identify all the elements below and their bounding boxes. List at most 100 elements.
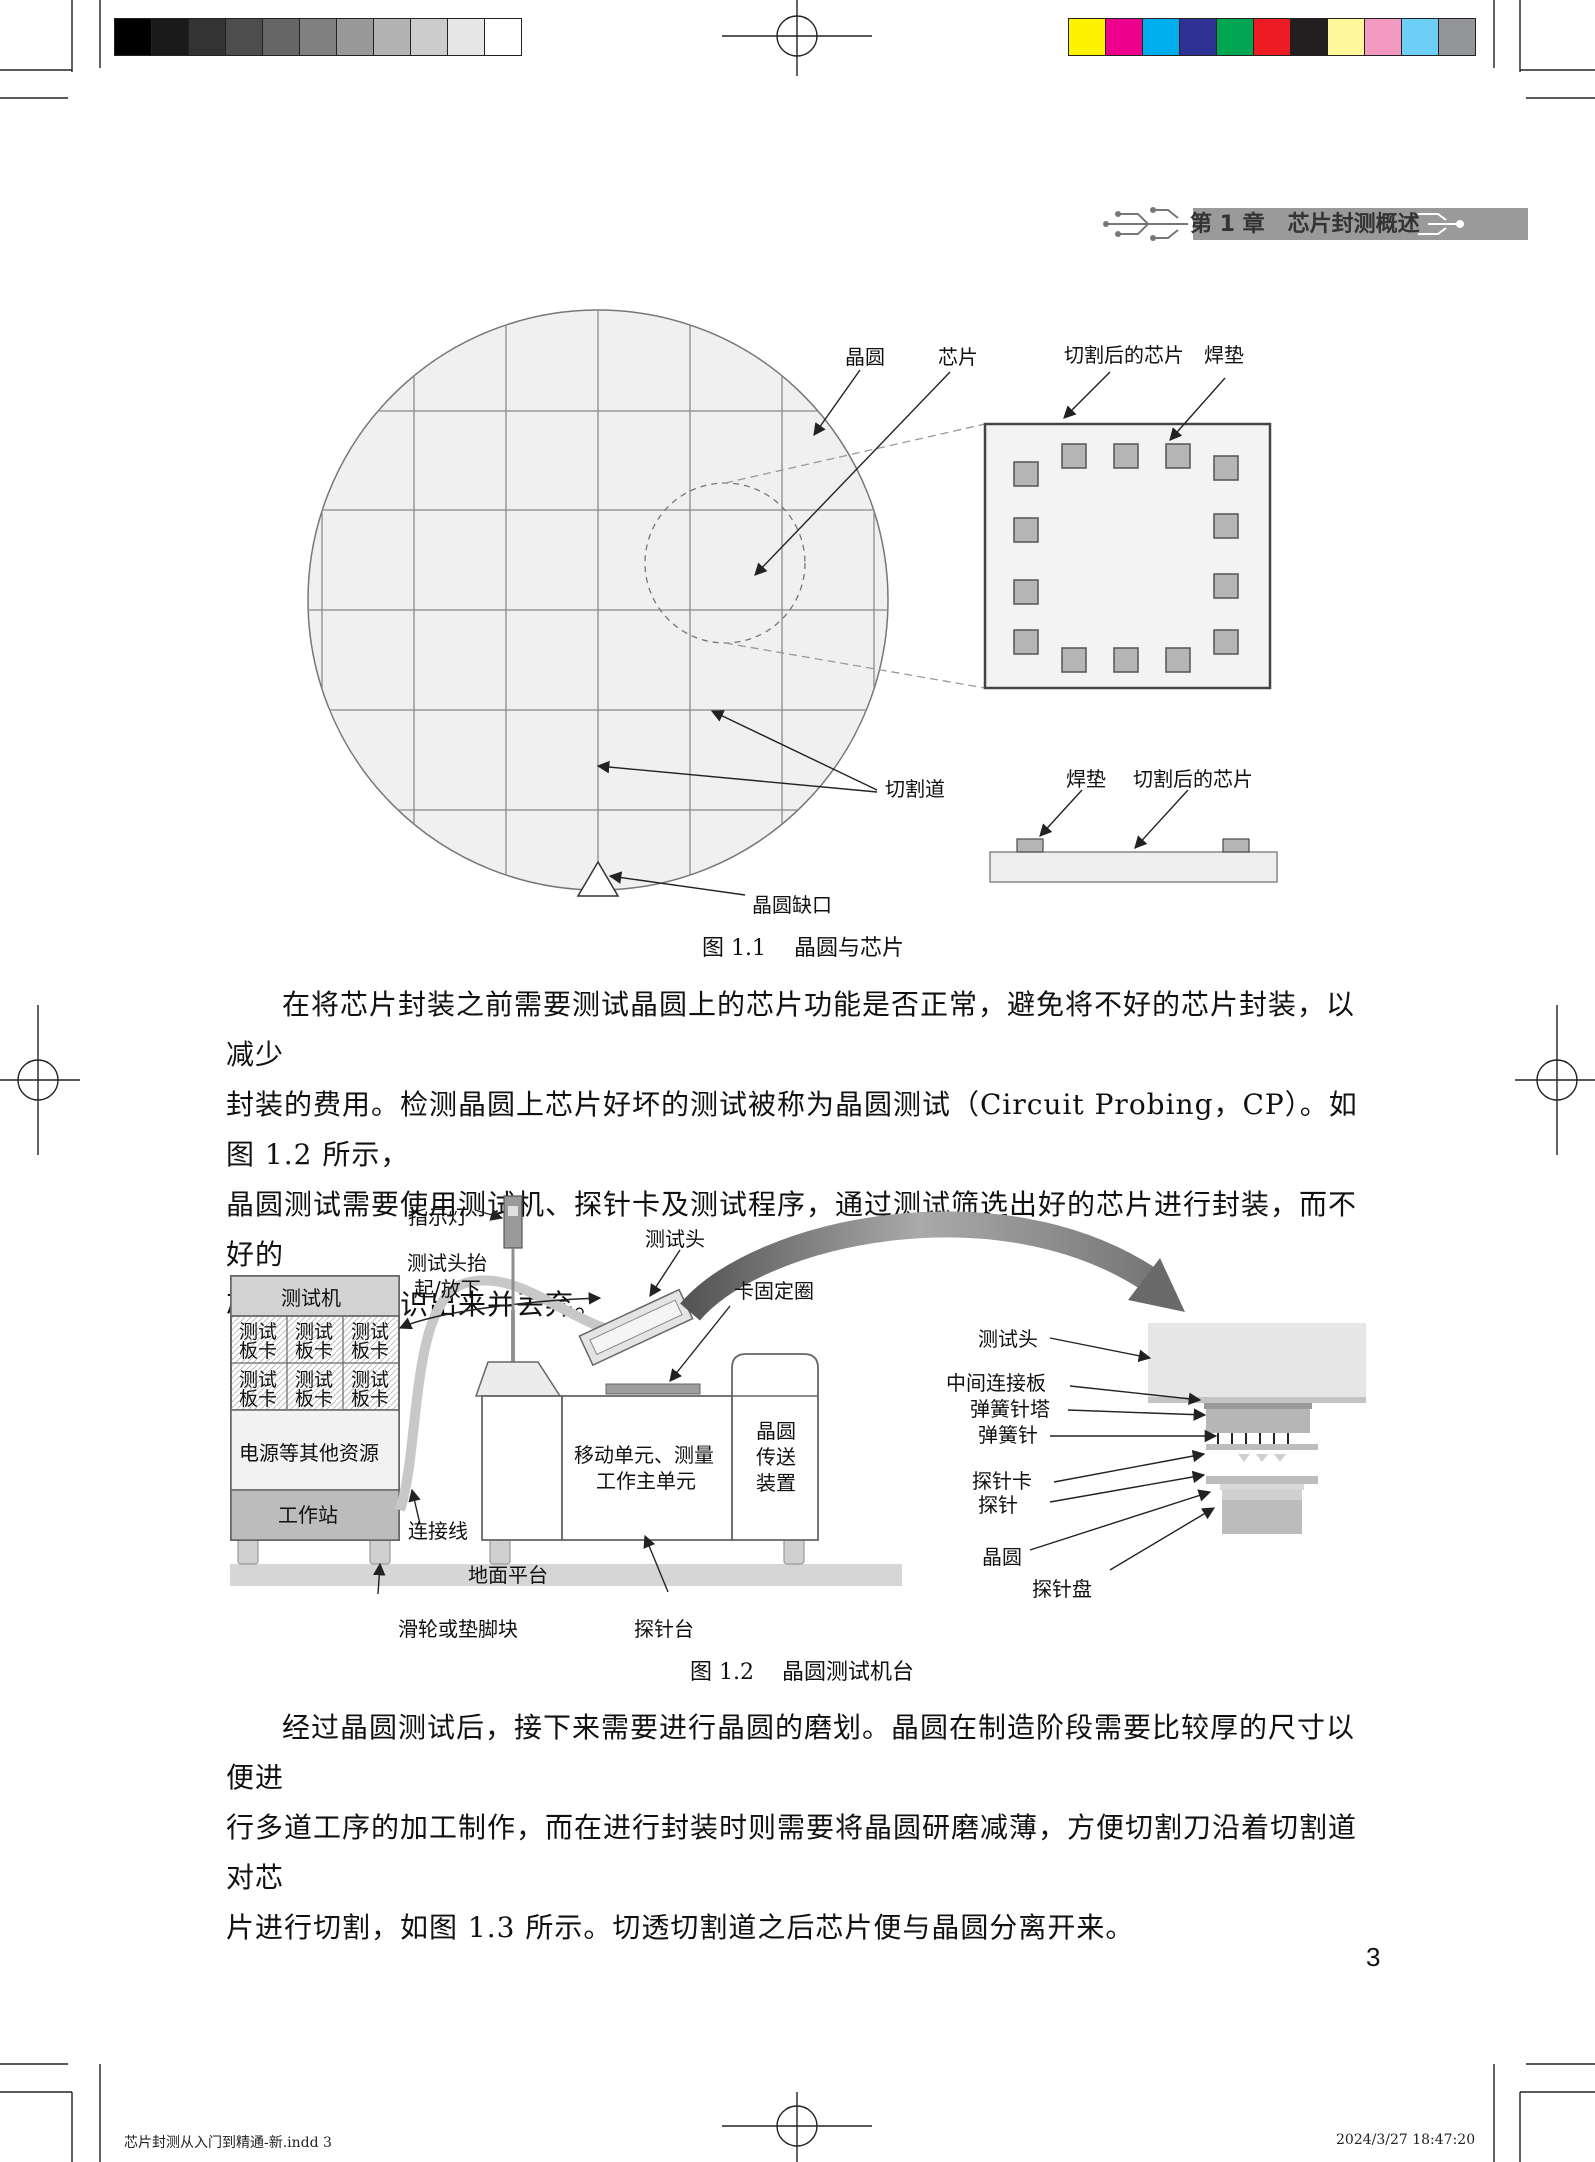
registration-mark-top	[722, 0, 872, 76]
label-cable: 连接线	[408, 1519, 468, 1543]
color-swatch	[1438, 18, 1476, 56]
circuit-trace-icon	[1106, 209, 1188, 239]
label-board-2b: 板卡	[295, 1340, 333, 1362]
detail-pogo-tower	[1206, 1409, 1310, 1433]
color-swatch	[1105, 18, 1143, 56]
figure-1-1-caption: 图 1.1 晶圆与芯片	[702, 936, 904, 961]
label-tester: 测试机	[281, 1286, 341, 1310]
figure-1-2-caption: 图 1.2 晶圆测试机台	[690, 1660, 914, 1685]
detail-interface-plate	[1206, 1444, 1318, 1450]
paragraph-2-line-3: 片进行切割，如图 1.3 所示。切透切割道之后芯片便与晶圆分离开来。	[226, 1911, 1135, 1944]
label-card-ring: 卡固定圈	[734, 1279, 814, 1303]
paragraph-2-line-2: 行多道工序的加工制作，而在进行封装时则需要将晶圆研磨减薄，方便切割刀沿着切割道对…	[226, 1811, 1358, 1894]
color-swatch	[1253, 18, 1291, 56]
registration-mark-right	[1515, 1005, 1595, 1155]
label-board-5a: 测试	[295, 1369, 333, 1391]
label-r-probe-card: 探针卡	[972, 1469, 1032, 1493]
color-swatch	[1179, 18, 1217, 56]
label-move-2: 工作主单元	[596, 1469, 696, 1493]
color-swatch	[299, 18, 337, 56]
wafer-transfer-unit	[731, 1353, 819, 1541]
circuit-trace-right-icon	[1418, 213, 1458, 235]
registration-mark-bottom	[722, 2092, 872, 2162]
label-board-2a: 测试	[295, 1321, 333, 1343]
color-swatch	[1142, 18, 1180, 56]
label-r-probe: 探针	[978, 1493, 1018, 1517]
bond-pads	[1013, 443, 1239, 673]
label-test-head: 测试头	[645, 1227, 705, 1251]
paragraph-1-line-2: 封装的费用。检测晶圆上芯片好坏的测试被称为晶圆测试（Circuit Probin…	[226, 1088, 1358, 1171]
detail-test-head	[1148, 1323, 1366, 1397]
chapter-title: 第 1 章 芯片封测概述	[1190, 212, 1420, 237]
label-r-pogo-pin: 弹簧针	[978, 1423, 1038, 1447]
transfer-arrow	[680, 1211, 1158, 1321]
label-lift-1: 测试头抬	[407, 1251, 487, 1275]
label-lift-2: 起/放下	[414, 1277, 481, 1301]
figure-wafer-and-chip: 晶圆 芯片 切割后的芯片 焊垫 切割道 晶圆缺口 焊垫 切割后的芯片	[307, 309, 1278, 917]
label-board-6a: 测试	[351, 1369, 389, 1391]
label-diced-chip: 切割后的芯片	[1064, 343, 1184, 367]
color-swatch	[447, 18, 485, 56]
paragraph-2: 经过晶圆测试后，接下来需要进行晶圆的磨划。晶圆在制造阶段需要比较厚的尺寸以便进 …	[226, 1703, 1376, 1953]
label-workstation: 工作站	[278, 1503, 338, 1527]
label-r-test-head: 测试头	[978, 1327, 1038, 1351]
label-wafer-transfer-1: 晶圆	[756, 1419, 796, 1443]
ground-platform	[230, 1564, 902, 1586]
paragraph-1-line-1: 在将芯片封装之前需要测试晶圆上的芯片功能是否正常，避免将不好的芯片封装，以减少	[226, 988, 1356, 1071]
label-r-chuck: 探针盘	[1032, 1577, 1092, 1601]
color-swatch	[410, 18, 448, 56]
prober-left-column	[481, 1395, 563, 1541]
detail-probe-card	[1206, 1476, 1318, 1484]
color-swatch	[225, 18, 263, 56]
color-swatch	[1290, 18, 1328, 56]
color-swatch	[151, 18, 189, 56]
diced-chip-side-view	[989, 851, 1278, 883]
label-board-4b: 板卡	[239, 1388, 277, 1410]
label-r-pogo-tower: 弹簧针塔	[970, 1397, 1050, 1421]
registration-mark-left	[0, 1005, 80, 1155]
label-board-1b: 板卡	[239, 1340, 277, 1362]
label-board-3a: 测试	[351, 1321, 389, 1343]
label-wafer-transfer-2: 传送	[756, 1445, 796, 1469]
color-swatch	[1401, 18, 1439, 56]
paragraph-1-line-3: 晶圆测试需要使用测试机、探针卡及测试程序，通过测试筛选出好的芯片进行封装，而不好…	[226, 1188, 1358, 1271]
color-swatch	[484, 18, 522, 56]
page-number: 3	[1366, 1942, 1381, 1972]
label-diced-chip-side: 切割后的芯片	[1133, 767, 1253, 791]
color-swatch	[1364, 18, 1402, 56]
test-head-on-prober	[578, 1288, 694, 1367]
indicator-light	[503, 1195, 523, 1249]
label-board-4a: 测试	[239, 1369, 277, 1391]
label-r-wafer: 晶圆	[982, 1545, 1022, 1569]
label-wafer: 晶圆	[845, 345, 885, 369]
color-swatch	[114, 18, 152, 56]
label-r-interface: 中间连接板	[946, 1371, 1046, 1395]
figure-wafer-test-station: 指示灯 测试头 测试头抬 起/放下 卡固定圈 测试机 测试 板卡 测试 板卡 测…	[230, 1195, 1366, 1641]
label-board-1a: 测试	[239, 1321, 277, 1343]
prober-main-unit	[561, 1395, 733, 1541]
label-wheels: 滑轮或垫脚块	[398, 1617, 518, 1641]
label-board-3b: 板卡	[351, 1340, 389, 1362]
color-swatch	[1216, 18, 1254, 56]
label-scribe-line: 切割道	[885, 777, 945, 801]
color-swatch	[1327, 18, 1365, 56]
chapter-header-tab	[1098, 207, 1528, 241]
color-swatch	[336, 18, 374, 56]
label-power: 电源等其他资源	[239, 1441, 379, 1465]
label-prober: 探针台	[634, 1617, 694, 1641]
label-wafer-transfer-3: 装置	[756, 1471, 796, 1495]
label-indicator: 指示灯	[408, 1205, 468, 1229]
color-swatch	[188, 18, 226, 56]
label-move-1: 移动单元、测量	[574, 1443, 714, 1467]
label-pad: 焊垫	[1204, 343, 1244, 367]
label-board-5b: 板卡	[295, 1388, 333, 1410]
label-chip: 芯片	[938, 345, 978, 369]
card-ring	[605, 1383, 701, 1395]
color-swatch	[262, 18, 300, 56]
label-notch: 晶圆缺口	[752, 893, 832, 917]
label-board-6b: 板卡	[351, 1388, 389, 1410]
footer-file-slug: 芯片封测从入门到精通-新.indd 3	[124, 2135, 332, 2151]
paragraph-2-line-1: 经过晶圆测试后，接下来需要进行晶圆的磨划。晶圆在制造阶段需要比较厚的尺寸以便进	[226, 1711, 1356, 1794]
label-ground: 地面平台	[468, 1563, 548, 1587]
